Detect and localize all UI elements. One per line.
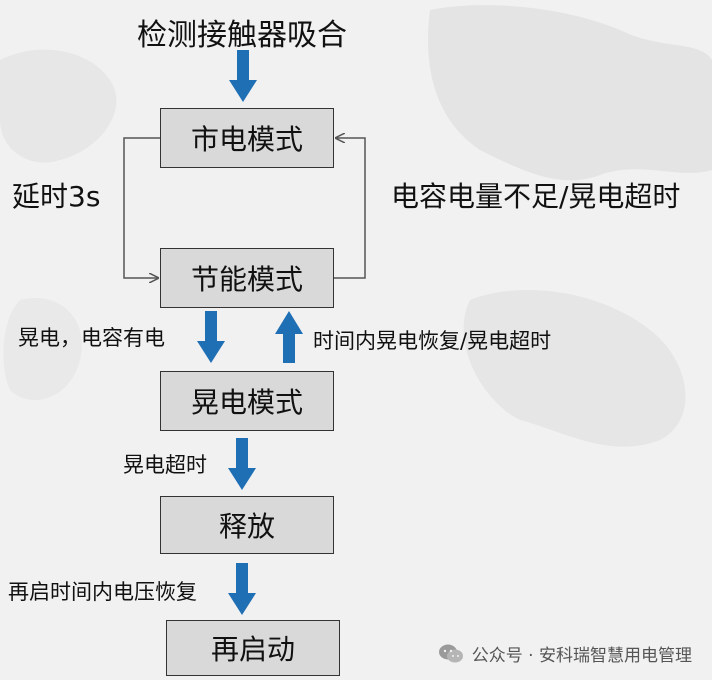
watermark-text: 公众号 · 安科瑞智慧用电管理 [471, 646, 692, 666]
wechat-icon [438, 644, 463, 662]
state-mains-mode: 市电模式 [160, 108, 334, 168]
transition-voltage-restored: 再启时间内电压恢复 [8, 580, 197, 604]
start-label: 检测接触器吸合 [137, 18, 347, 53]
arrow-dip-to-release [228, 438, 256, 490]
watermark: 公众号 · 安科瑞智慧用电管理 [438, 641, 692, 666]
arrow-release-to-restart [228, 563, 256, 615]
arrow-saving-to-dip [197, 311, 225, 363]
connector-mains-to-saving [123, 137, 160, 278]
state-energy-saving-mode: 节能模式 [160, 248, 334, 308]
state-restart: 再启动 [166, 620, 340, 676]
transition-dip-timeout: 晃电超时 [123, 453, 207, 477]
connector-saving-to-mains [334, 138, 366, 279]
transition-capacitor-low-or-timeout: 电容电量不足/晃电超时 [391, 180, 681, 213]
transition-dip-recovered-or-timeout: 时间内晃电恢复/晃电超时 [313, 329, 552, 353]
state-voltage-dip-mode: 晃电模式 [160, 371, 334, 431]
arrow-start-to-mains [229, 50, 257, 102]
transition-delay-3s: 延时3s [12, 180, 101, 213]
state-release: 释放 [160, 496, 334, 554]
transition-dip-capacitor-charged: 晃电，电容有电 [18, 326, 165, 350]
arrow-dip-to-saving [275, 311, 303, 363]
